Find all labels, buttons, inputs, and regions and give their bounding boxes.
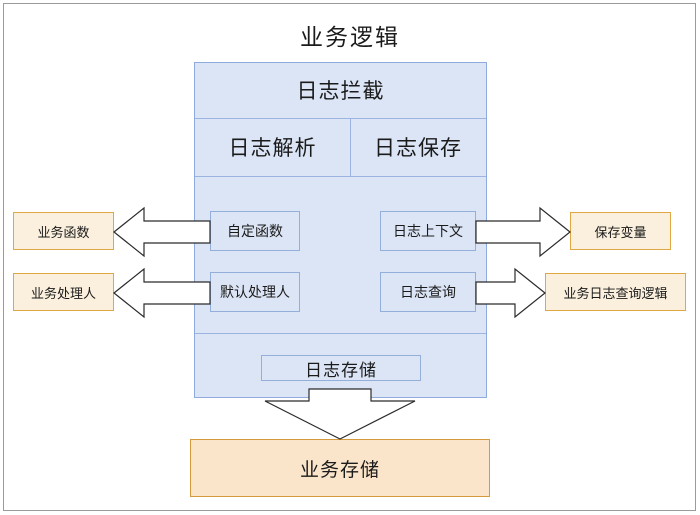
- arrow-custom-function-to-business-function: [113, 206, 211, 258]
- panel-subrow-log-parsing: 日志解析: [228, 136, 317, 160]
- arrow-log-context-to-save-variable: [475, 206, 571, 258]
- box-business-storage[interactable]: 业务存储: [190, 439, 490, 497]
- inner-box-custom-function[interactable]: 自定函数: [210, 211, 300, 251]
- box-business-function[interactable]: 业务函数: [13, 212, 114, 250]
- panel-divider-storage: [195, 333, 486, 334]
- inner-box-log-context[interactable]: 日志上下文: [380, 211, 476, 251]
- box-save-variable[interactable]: 保存变量: [570, 212, 671, 250]
- box-business-log-query-logic[interactable]: 业务日志查询逻辑: [545, 273, 686, 311]
- arrow-log-query-to-business-log-query-logic: [475, 267, 546, 319]
- inner-box-log-storage[interactable]: 日志存储: [261, 355, 421, 381]
- panel-divider-subrow: [195, 176, 486, 177]
- inner-box-default-handler[interactable]: 默认处理人: [210, 272, 300, 312]
- page-title: 业务逻辑: [300, 24, 400, 50]
- panel-divider-header: [195, 118, 486, 119]
- arrow-log-storage-to-business-storage: [264, 388, 416, 440]
- panel-header-log-interception: 日志拦截: [296, 80, 385, 103]
- panel-divider-vertical: [350, 118, 351, 176]
- arrow-default-handler-to-business-handler: [113, 267, 211, 319]
- panel-subrow-log-saving: 日志保存: [374, 136, 462, 160]
- inner-box-log-query[interactable]: 日志查询: [380, 272, 476, 312]
- box-business-handler[interactable]: 业务处理人: [13, 273, 114, 311]
